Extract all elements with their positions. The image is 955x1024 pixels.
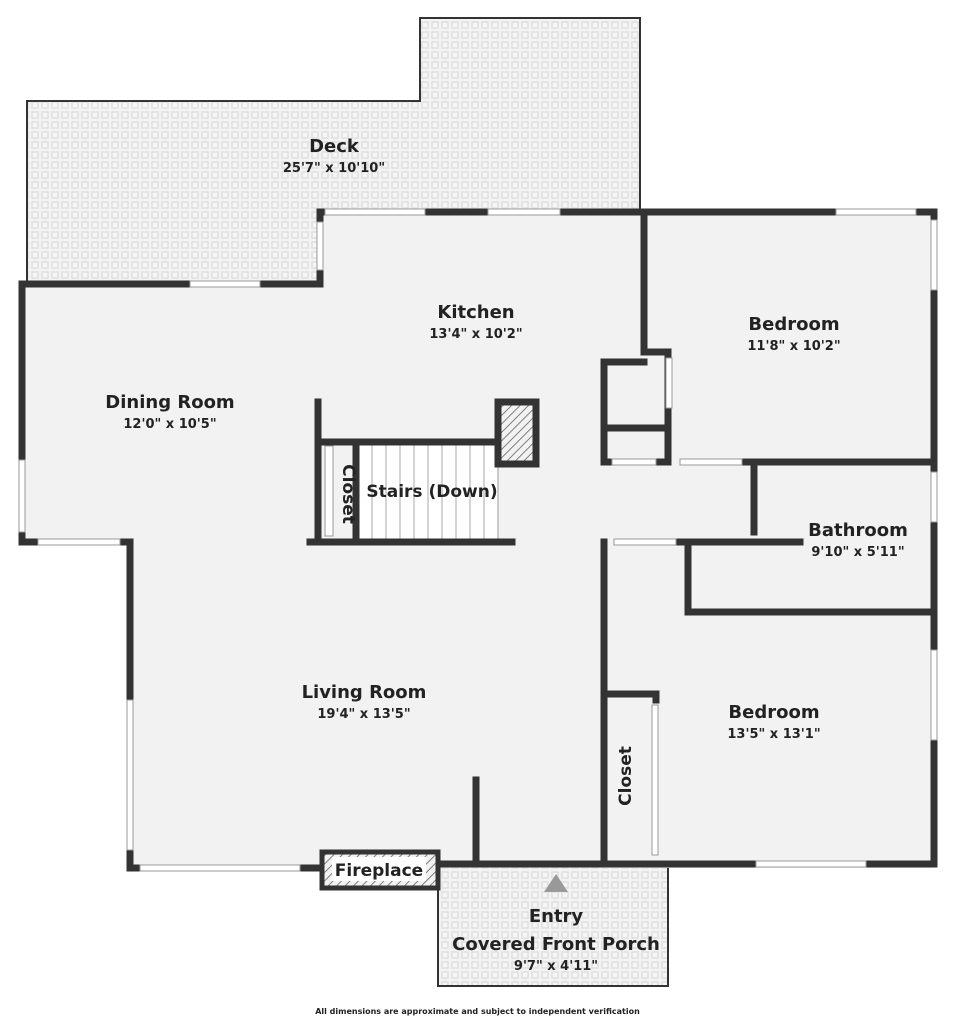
porch-dims: 9'7" x 4'11": [514, 959, 598, 974]
kitchen-label: Kitchen: [437, 302, 514, 323]
entry-label: Entry: [529, 906, 584, 927]
closet-bedroom-label: Closet: [616, 746, 636, 806]
porch-label: Covered Front Porch: [452, 934, 660, 955]
dining-dims: 12'0" x 10'5": [123, 417, 216, 432]
chimney: [494, 398, 540, 468]
kitchen-dims: 13'4" x 10'2": [429, 327, 522, 342]
dining-label: Dining Room: [105, 392, 234, 413]
entry-arrow-icon: [544, 874, 568, 892]
bedroom-bottom-label: Bedroom: [728, 702, 819, 723]
stairs: [357, 442, 499, 542]
living-dims: 19'4" x 13'5": [317, 707, 410, 722]
disclaimer-footer: All dimensions are approximate and subje…: [315, 1007, 640, 1016]
fireplace-label: Fireplace: [335, 861, 423, 881]
closet-stairs-label: Closet: [338, 464, 358, 524]
bedroom-bottom-dims: 13'5" x 13'1": [727, 727, 820, 742]
bathroom-label: Bathroom: [808, 520, 908, 541]
bathroom-dims: 9'10" x 5'11": [811, 545, 904, 560]
deck-label: Deck: [309, 136, 360, 157]
bedroom-top-dims: 11'8" x 10'2": [747, 339, 840, 354]
living-label: Living Room: [302, 682, 427, 703]
interior-floor: [22, 213, 934, 868]
deck-dims: 25'7" x 10'10": [283, 161, 385, 176]
bedroom-top-label: Bedroom: [748, 314, 839, 335]
stairs-label: Stairs (Down): [366, 482, 497, 502]
windows: [18, 208, 938, 872]
